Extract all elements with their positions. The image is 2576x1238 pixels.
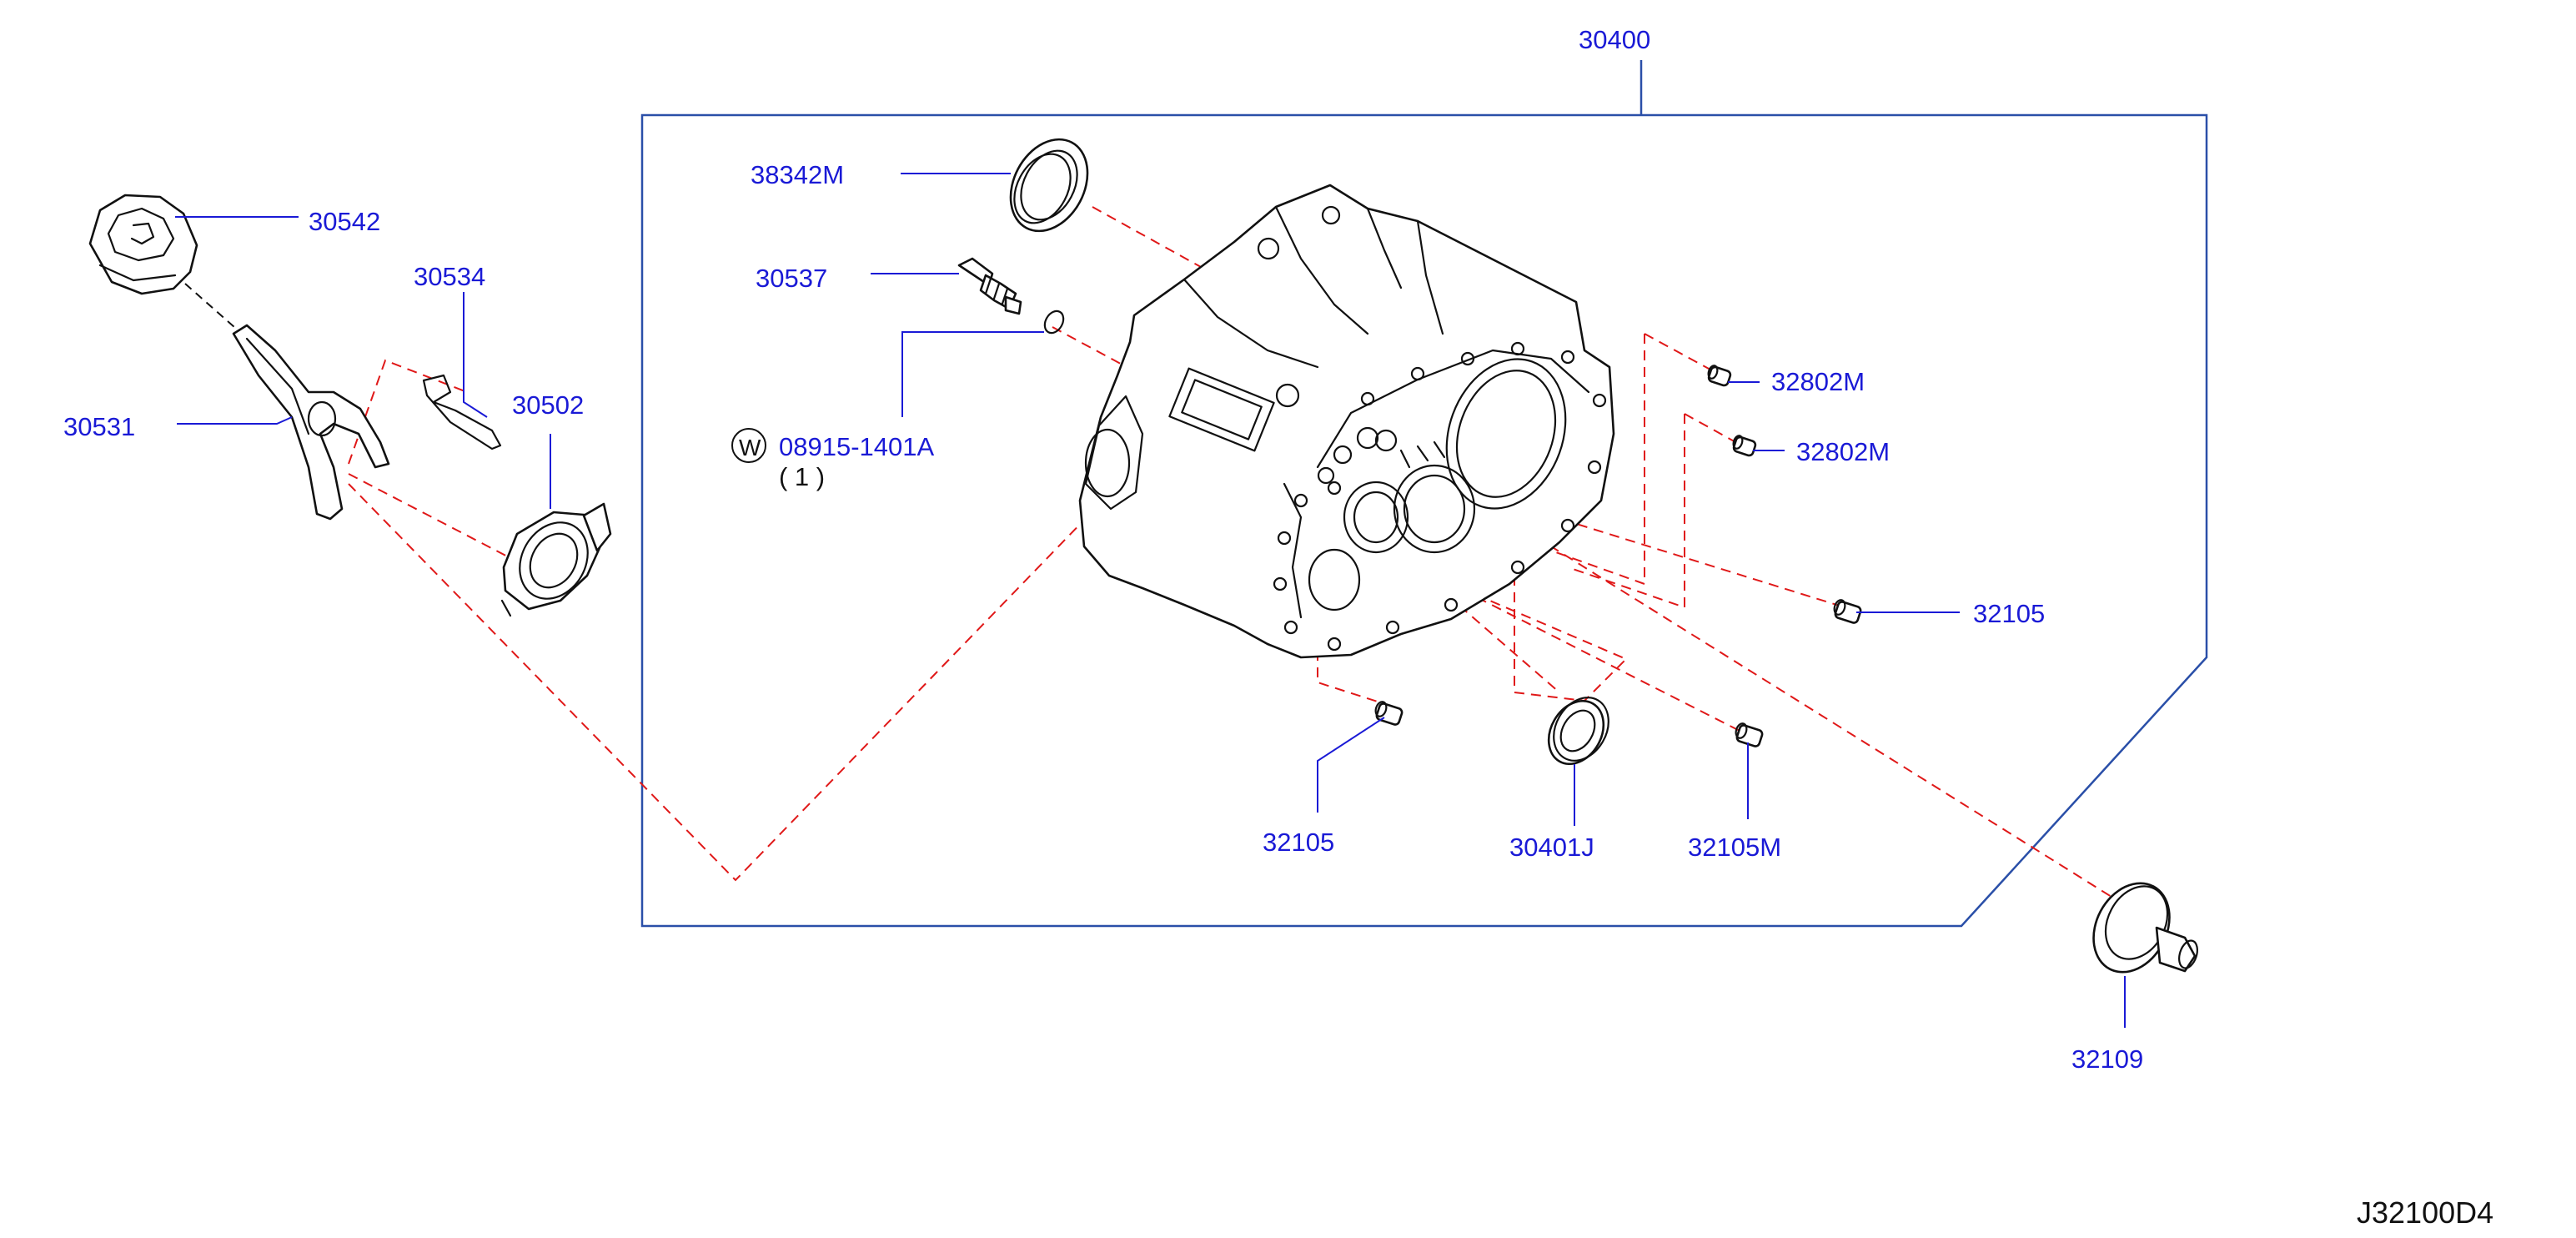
dowel-pin-32105M [1735,722,1764,747]
washer-symbol-circle [731,428,766,463]
part-leaders [175,173,2126,1028]
plug-32802M-b [1732,435,1757,457]
oil-seal-38342M [1009,138,1089,233]
plug-32109 [2092,882,2198,974]
oil-seal-30401J [1547,697,1609,766]
label-32109: 32109 [2071,1044,2143,1074]
label-32105M: 32105M [1688,833,1781,862]
label-08915-1401A: 08915-1401A [779,432,934,461]
release-bearing-30502 [500,502,612,617]
washer-08915-1401A [1043,310,1065,335]
dowel-pin-32105-left [1374,701,1403,726]
boot-dash-line [184,283,243,335]
switch-30537 [957,257,1022,315]
label-32105-left: 32105 [1263,828,1334,857]
label-08915-quantity: ( 1 ) [779,462,825,491]
transmission-case [1078,184,1615,659]
label-30531: 30531 [63,412,135,441]
dust-boot-30542 [88,194,198,295]
assembly-frame [640,113,2208,928]
label-30542: 30542 [309,207,380,236]
label-30502: 30502 [512,390,584,420]
label-30534: 30534 [414,262,485,291]
withdrawal-lever-30531 [232,324,390,521]
washer-symbol-mark: W [739,435,761,460]
label-32105-right: 32105 [1973,599,2045,628]
label-38342M: 38342M [751,160,844,189]
retainer-spring-30534 [422,374,502,450]
diagram-code: J32100D4 [2357,1195,2493,1230]
label-30401J: 30401J [1509,833,1594,862]
dowel-pin-32105-right [1833,599,1862,624]
label-32802M-a: 32802M [1771,367,1865,396]
label-30537: 30537 [756,264,827,293]
label-32802M-b: 32802M [1796,437,1890,466]
plug-32802M-a [1707,365,1732,387]
label-30400: 30400 [1579,25,1650,54]
